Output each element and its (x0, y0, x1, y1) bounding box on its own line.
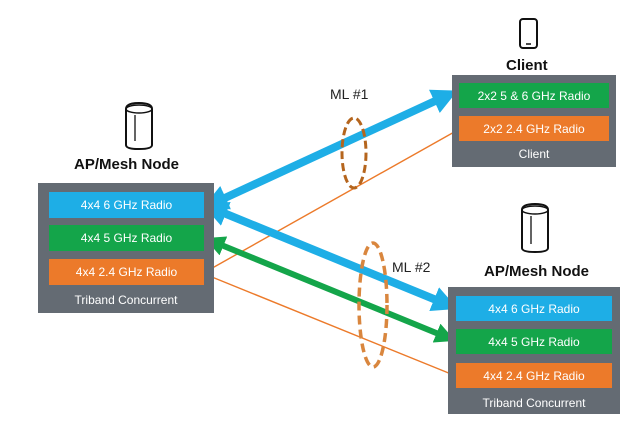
link-5ghz-to-ap (204, 236, 456, 343)
ap-left-title: AP/Mesh Node (74, 156, 180, 173)
ap-right-radio-5ghz: 4x4 5 GHz Radio (456, 329, 612, 354)
ap-left-radio-24ghz: 4x4 2.4 GHz Radio (49, 259, 204, 285)
link-6ghz-to-client (202, 89, 458, 210)
ap-left-box: 4x4 6 GHz Radio 4x4 5 GHz Radio 4x4 2.4 … (38, 183, 214, 313)
ml2-ellipse (357, 241, 389, 369)
client-radio-5-6ghz: 2x2 5 & 6 GHz Radio (459, 83, 609, 108)
ap-right-footer: Triband Concurrent (482, 395, 586, 410)
ap-right-title: AP/Mesh Node (484, 263, 590, 280)
client-title: Client (506, 57, 548, 74)
ap-left-radio-5ghz: 4x4 5 GHz Radio (49, 225, 204, 251)
ap-left-radio-6ghz: 4x4 6 GHz Radio (49, 192, 204, 218)
ap-device-icon (125, 101, 153, 151)
ap-device-icon (521, 202, 549, 254)
ap-right-box: 4x4 6 GHz Radio 4x4 5 GHz Radio 4x4 2.4 … (448, 287, 620, 414)
ap-right-radio-6ghz: 4x4 6 GHz Radio (456, 296, 612, 321)
ap-left-footer: Triband Concurrent (74, 293, 178, 307)
ml2-label: ML #2 (392, 259, 431, 275)
ap-right-radio-24ghz: 4x4 2.4 GHz Radio (456, 363, 612, 388)
client-box: 2x2 5 & 6 GHz Radio 2x2 2.4 GHz Radio Cl… (452, 75, 616, 167)
phone-icon (519, 18, 538, 49)
client-footer: Client (518, 147, 550, 161)
ml1-label: ML #1 (330, 86, 369, 102)
client-radio-24ghz: 2x2 2.4 GHz Radio (459, 116, 609, 141)
ml1-ellipse (340, 116, 368, 190)
